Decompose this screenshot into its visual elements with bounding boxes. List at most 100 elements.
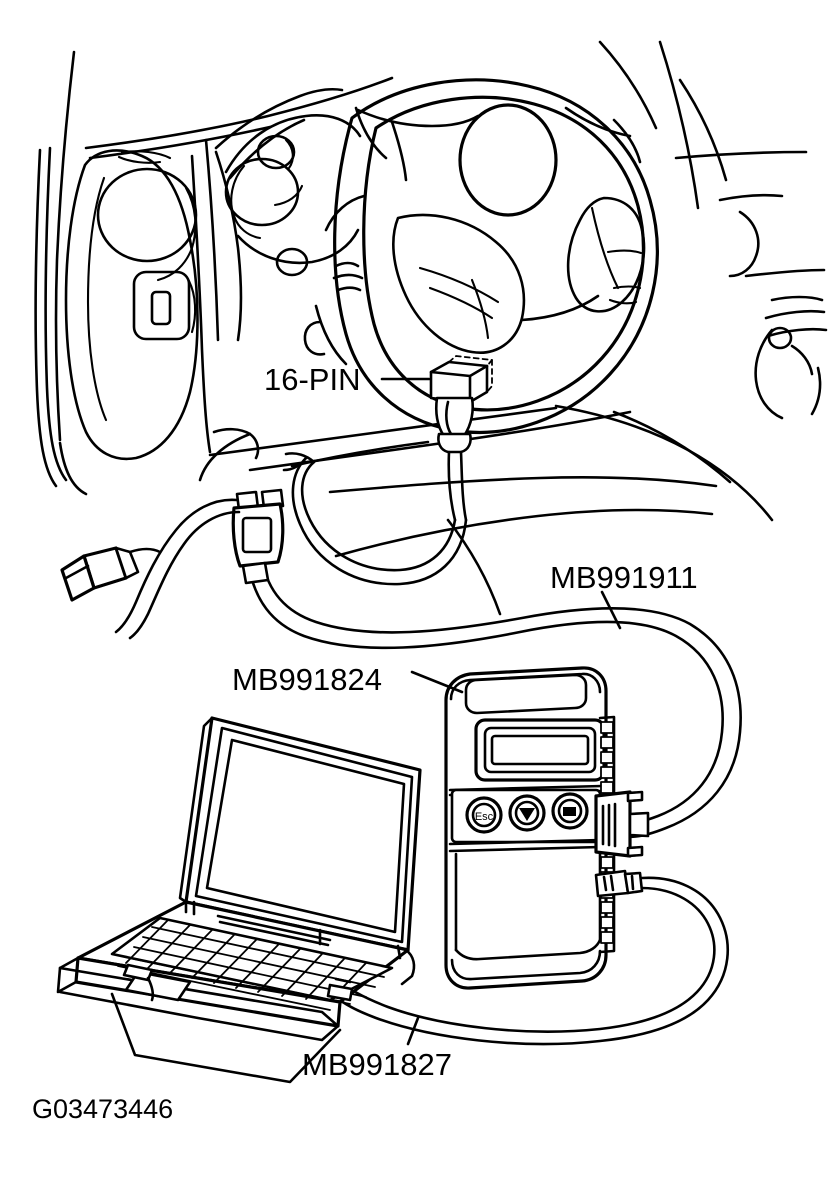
label-mb991827: MB991827 (302, 1047, 452, 1082)
down-button[interactable] (508, 794, 546, 832)
dlc-boot (434, 396, 475, 438)
cluster-hood-inner (228, 118, 306, 180)
plug-boot (114, 546, 140, 580)
console-detail-1 (790, 344, 814, 376)
laptop-base-bottom-edge-2 (58, 990, 340, 1042)
dsub-port (594, 790, 650, 858)
label-mb991827-group: MB991827 (302, 1016, 452, 1082)
key-col-line (169, 929, 213, 974)
leader-mb991911 (600, 590, 622, 630)
key-col-line (213, 939, 257, 984)
instrument-pod (64, 149, 199, 461)
mb991911-main-a (246, 560, 724, 825)
tool-divider-2b (448, 845, 602, 853)
dash-center-edge (190, 154, 212, 454)
tool-divider-2 (448, 838, 602, 846)
grip-rib (600, 916, 614, 929)
cable-mb991827 (330, 876, 730, 1046)
label-16pin: 16-PIN (264, 362, 360, 397)
laptop-trackpad-detail (146, 976, 155, 1002)
secondary-dial-edge (284, 138, 294, 170)
key-col-line (147, 924, 191, 969)
secondary-dial (256, 134, 296, 170)
grip-rib (600, 931, 614, 944)
steering-rim-inner (362, 95, 645, 412)
laptop-side-port-edge (334, 977, 352, 984)
label-mb991824: MB991824 (232, 662, 382, 697)
spoke-lower-left-detail-2 (428, 286, 494, 320)
laptop-lid-bezel (194, 726, 414, 944)
module-window (241, 516, 273, 554)
lcd-display (490, 734, 590, 766)
door-right-2 (764, 309, 826, 320)
laptop-lid-edge (178, 716, 214, 904)
console-sweep-3 (328, 475, 718, 494)
plug-latch (64, 564, 90, 580)
dlc-16pin-connector (429, 355, 493, 454)
steering-wheel (333, 78, 659, 434)
key-col-line (257, 948, 301, 993)
grip-rib (600, 721, 614, 734)
spoke-upper-left-detail (390, 120, 408, 182)
dash-pass-line-2 (744, 268, 826, 278)
dlc-back-side (486, 359, 493, 393)
a-pillar-base (58, 441, 88, 496)
tachometer-highlight (273, 184, 304, 207)
cluster-surround-lower (236, 228, 360, 265)
console-sweep-2 (612, 410, 732, 484)
dsub-screw-top (626, 790, 644, 803)
console-knob (767, 326, 793, 350)
mb991911-seg3b (282, 456, 308, 472)
enter-button[interactable] (551, 792, 589, 830)
cluster-hood (214, 87, 344, 150)
spoke-right-detail-2 (606, 249, 643, 255)
dash-top-edge-2 (88, 125, 272, 160)
dash-knob (275, 247, 309, 277)
laptop-hinge-right-cap (400, 948, 416, 986)
dash-clip (303, 320, 326, 356)
mb991827-b (336, 886, 716, 1033)
spoke-lower-left-detail-3 (470, 278, 490, 340)
door-trim-inner (44, 146, 68, 482)
free-connector-assembly (60, 498, 241, 640)
label-mb991911: MB991911 (550, 560, 698, 595)
key-col-line (281, 953, 323, 997)
escape-button[interactable]: Esc (465, 796, 503, 834)
serial-backshell-line (630, 874, 635, 891)
pillar-right-2 (678, 78, 728, 182)
spoke-right-detail-4 (608, 298, 638, 305)
laptop-screen (205, 738, 406, 934)
tachometer-inner (230, 164, 262, 240)
serial-port (594, 869, 644, 898)
console-sweep-4 (334, 508, 714, 558)
grip-rib (600, 751, 614, 764)
dsub-screw-bottom (626, 845, 644, 858)
spoke-right-detail-1 (590, 206, 620, 290)
escape-button-face[interactable] (471, 802, 497, 828)
key-row-line (151, 926, 385, 978)
serial-detail-1 (602, 875, 608, 892)
dash-switch-key (150, 290, 172, 326)
laptop-base-under (110, 992, 342, 1084)
label-mb991824-group: MB991824 (232, 662, 464, 697)
plug-edge (92, 576, 128, 590)
tool-top-slot (464, 673, 588, 715)
cluster-surround (224, 114, 362, 174)
dlc-collar (437, 432, 472, 454)
spoke-upper-right (564, 106, 632, 138)
key-row-line (117, 965, 331, 1011)
mb991911-seg1b (459, 450, 468, 522)
mb991911-seg2b (291, 456, 468, 586)
instrument-pod-inner (86, 176, 108, 422)
column-upper (324, 194, 366, 232)
pillar-right (658, 40, 700, 210)
inline-interface-module (231, 488, 285, 585)
spoke-lower-left-detail-1 (418, 266, 500, 304)
door-trim-outer (34, 148, 58, 488)
windshield-edge (598, 40, 658, 130)
column-shroud-low (336, 286, 362, 292)
grip-rib (600, 766, 614, 779)
key-row-line (124, 956, 351, 1005)
